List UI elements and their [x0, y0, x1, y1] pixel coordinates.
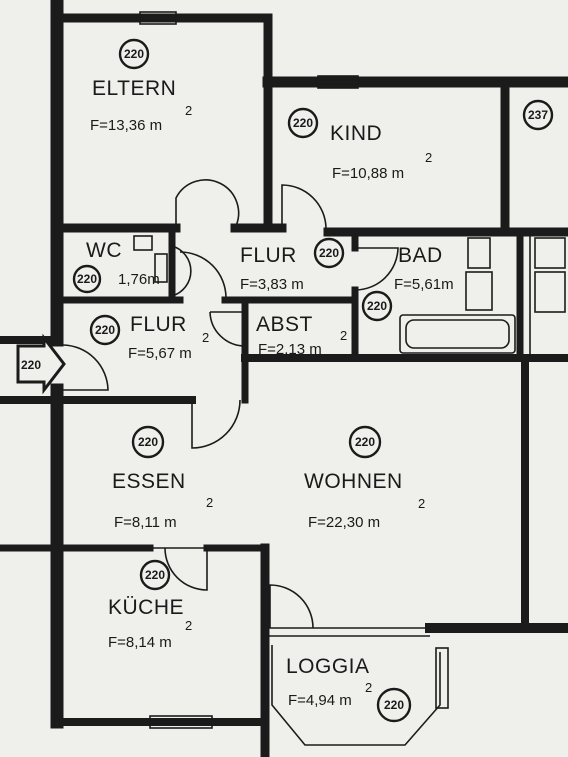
- fixtures: [133, 232, 566, 358]
- room-kueche-sup: 2: [185, 618, 192, 633]
- window-kueche: [149, 715, 213, 729]
- windows: [139, 11, 359, 729]
- badge-kind-text: 220: [293, 116, 313, 130]
- badge-bad: [361, 290, 393, 322]
- room-wc-area: 1,76m: [118, 271, 160, 288]
- door-eltern: [175, 179, 240, 229]
- door-flur2: [179, 251, 227, 299]
- room-abst-sup: 2: [340, 328, 347, 343]
- window-eltern: [139, 11, 177, 25]
- door-essen: [191, 399, 241, 449]
- room-kind-name: KIND: [330, 122, 382, 145]
- room-eltern-name: ELTERN: [92, 77, 176, 100]
- badge-essen: [131, 425, 165, 459]
- loggia-rail: [271, 645, 441, 746]
- badge-bad-text: 220: [367, 299, 387, 313]
- room-kind-area: F=10,88 m: [332, 165, 404, 182]
- room-essen-area: F=8,11 m: [114, 514, 177, 531]
- badge-eltern: [118, 38, 150, 70]
- badge-wc-text: 220: [77, 272, 97, 286]
- badge-wohnen-text: 220: [355, 435, 375, 449]
- door-wc: [171, 245, 192, 297]
- neighbor-fixture-1: [534, 237, 566, 269]
- room-wc-name: WC: [86, 239, 122, 262]
- neighbor-fixture-2: [534, 271, 566, 313]
- badge-neighbor: [522, 99, 554, 131]
- door-abst: [209, 311, 246, 347]
- room-essen-sup: 2: [206, 495, 213, 510]
- badge-wc: [72, 264, 102, 294]
- room-bad-name: BAD: [398, 244, 443, 267]
- bad-sink: [467, 237, 491, 269]
- room-eltern-sup: 2: [185, 103, 192, 118]
- entry-badge-text: 220: [21, 358, 41, 372]
- wc-sink: [154, 253, 168, 283]
- entry-arrow: 220: [16, 333, 66, 395]
- loggia-outline: [265, 627, 449, 746]
- room-loggia-name: LOGGIA: [286, 655, 370, 678]
- bathtub: [399, 314, 516, 354]
- badges: 220 220 237 220 220 220 220 220 220 220 …: [72, 38, 554, 723]
- doors: [62, 179, 399, 629]
- wc-toilet: [133, 235, 153, 251]
- room-kueche-name: KÜCHE: [108, 596, 184, 619]
- room-wohnen-sup: 2: [418, 496, 425, 511]
- badge-loggia-text: 220: [384, 698, 404, 712]
- badge-neighbor-text: 237: [528, 108, 548, 122]
- door-entry: [62, 344, 109, 391]
- badge-flur2: [89, 314, 121, 346]
- badge-flur1: [313, 237, 345, 269]
- badge-kind: [287, 107, 319, 139]
- room-kind-sup: 2: [425, 150, 432, 165]
- room-flur2-sup: 2: [202, 330, 209, 345]
- room-wohnen-name: WOHNEN: [304, 470, 403, 493]
- badge-flur2-text: 220: [95, 323, 115, 337]
- door-loggia: [269, 584, 314, 629]
- badge-loggia: [376, 687, 412, 723]
- room-essen-name: ESSEN: [112, 470, 186, 493]
- door-kind: [281, 184, 327, 229]
- room-flur1-area: F=3,83 m: [240, 276, 304, 293]
- door-bad: [354, 247, 399, 291]
- bad-toilet: [465, 271, 493, 311]
- badge-kueche-text: 220: [145, 568, 165, 582]
- badge-essen-text: 220: [138, 435, 158, 449]
- room-wohnen-area: F=22,30 m: [308, 514, 380, 531]
- badge-kueche: [139, 559, 171, 591]
- room-abst-name: ABST: [256, 313, 313, 336]
- window-kind: [317, 75, 359, 89]
- badge-wohnen: [348, 425, 382, 459]
- room-flur2-area: F=5,67 m: [128, 345, 192, 362]
- badge-flur1-text: 220: [319, 246, 339, 260]
- door-kueche: [150, 547, 208, 591]
- room-abst-area: F=2,13 m: [258, 341, 322, 358]
- room-labels: ELTERN F=13,36 m 2 KIND F=10,88 m 2 WC 1…: [86, 77, 454, 709]
- room-flur1-name: FLUR: [240, 244, 297, 267]
- badge-eltern-text: 220: [124, 47, 144, 61]
- room-kueche-area: F=8,14 m: [108, 634, 172, 651]
- room-loggia-sup: 2: [365, 680, 372, 695]
- room-flur2-name: FLUR: [130, 313, 187, 336]
- room-eltern-area: F=13,36 m: [90, 117, 162, 134]
- room-bad-area: F=5,61m: [394, 276, 454, 293]
- room-loggia-area: F=4,94 m: [288, 692, 352, 709]
